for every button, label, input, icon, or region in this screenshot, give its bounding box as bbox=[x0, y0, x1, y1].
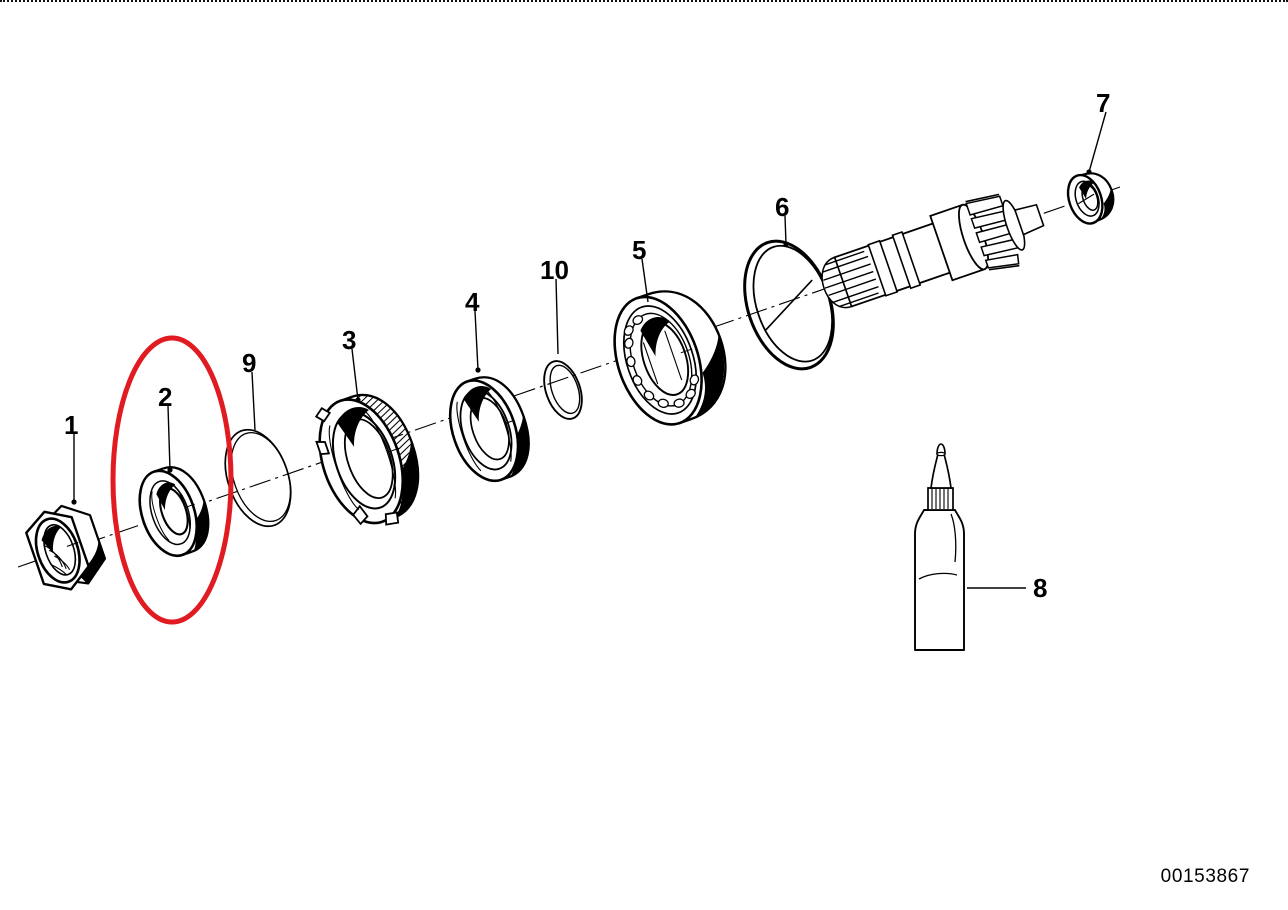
part-7-needle-bearing bbox=[1066, 172, 1115, 225]
callout-label-6: 6 bbox=[775, 192, 790, 222]
leader-2 bbox=[167, 405, 171, 471]
callout-leader-tips bbox=[71, 169, 1092, 505]
part-3-threaded-ring-nut bbox=[314, 394, 420, 526]
diagram-reference-number: 00153867 bbox=[1160, 866, 1250, 887]
part-2-seal-ring-collar bbox=[138, 466, 210, 558]
callout-label-5: 5 bbox=[632, 235, 647, 265]
callout-leader-lines bbox=[73, 111, 1107, 589]
leader-7 bbox=[1088, 111, 1107, 173]
callout-label-3: 3 bbox=[342, 325, 357, 355]
part-6-o-ring-large bbox=[743, 239, 835, 371]
part-1-hex-nut bbox=[25, 504, 107, 591]
callout-label-8: 8 bbox=[1033, 573, 1048, 603]
callout-label-1: 1 bbox=[64, 410, 79, 440]
part-5-roller-bearing bbox=[613, 290, 727, 426]
leader-4 bbox=[474, 310, 479, 371]
leader-9 bbox=[251, 371, 256, 431]
callout-label-2: 2 bbox=[158, 382, 173, 412]
callout-label-9: 9 bbox=[242, 348, 257, 378]
part-8-lubricant-bottle bbox=[914, 443, 965, 651]
callout-label-7: 7 bbox=[1096, 88, 1111, 118]
leader-6 bbox=[784, 215, 787, 245]
leader-10 bbox=[555, 278, 559, 355]
leader-3 bbox=[351, 348, 359, 401]
splined-output-shaft bbox=[821, 193, 1045, 309]
callout-label-10: 10 bbox=[540, 255, 569, 285]
highlight-ellipse-part-2 bbox=[110, 335, 234, 625]
leader-5 bbox=[641, 258, 649, 303]
callout-label-4: 4 bbox=[465, 287, 480, 317]
part-10-o-ring-inner bbox=[543, 360, 583, 420]
part-4-shaft-seal bbox=[448, 376, 530, 483]
